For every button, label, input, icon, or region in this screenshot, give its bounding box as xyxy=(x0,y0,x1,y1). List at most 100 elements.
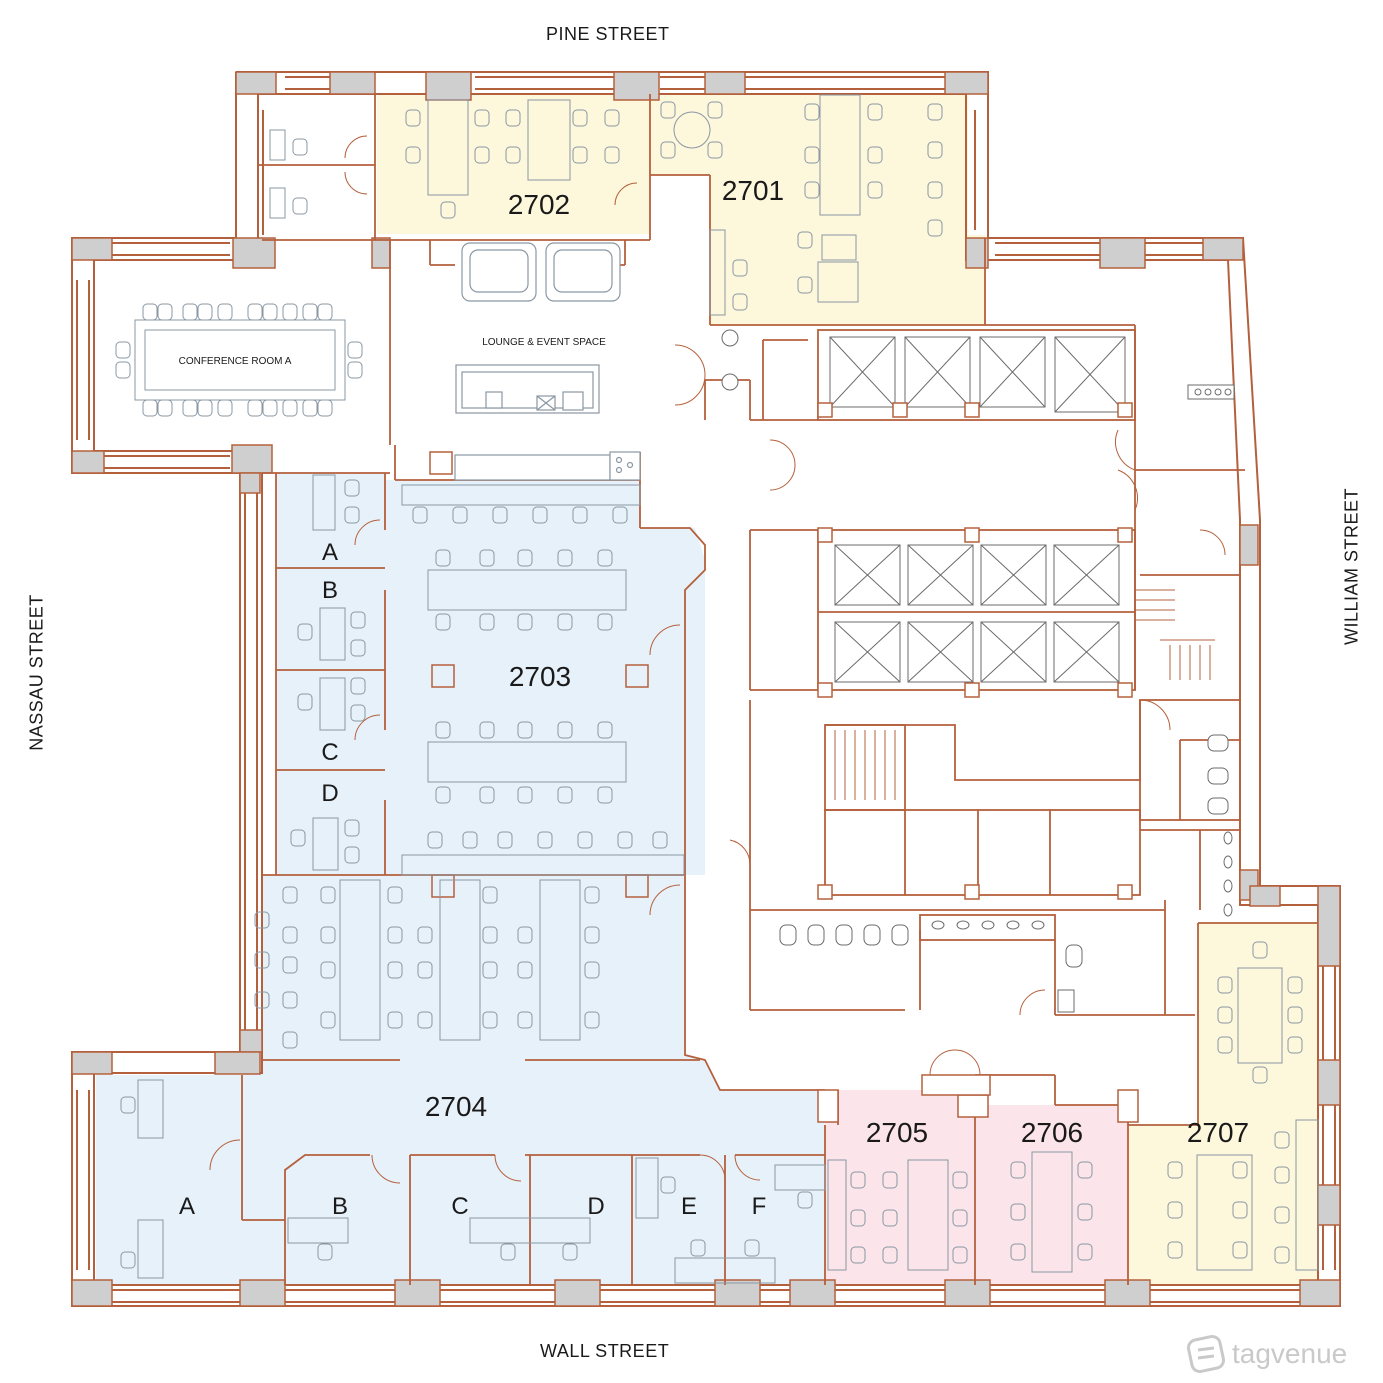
chair xyxy=(435,613,451,631)
chair xyxy=(347,341,363,359)
chair xyxy=(387,886,403,904)
zone-2705-fill xyxy=(825,1090,975,1285)
chair xyxy=(927,181,943,199)
label-2701[interactable]: 2701 xyxy=(722,175,784,206)
label-2705[interactable]: 2705 xyxy=(866,1117,928,1148)
desk xyxy=(269,129,286,161)
elevator-shafts xyxy=(829,336,1126,683)
office-2703-c[interactable]: C xyxy=(321,739,338,766)
chair xyxy=(1217,1036,1233,1054)
chair xyxy=(347,361,363,379)
office-2704-c[interactable]: C xyxy=(451,1193,468,1220)
chair xyxy=(557,613,573,631)
chair xyxy=(804,181,820,199)
chair xyxy=(707,141,723,159)
desk xyxy=(827,1159,847,1271)
chair xyxy=(435,549,451,567)
desk xyxy=(137,1219,164,1279)
chair xyxy=(617,831,633,849)
chair xyxy=(217,303,233,321)
office-2704-d[interactable]: D xyxy=(587,1193,604,1220)
desk xyxy=(774,1164,826,1191)
chair xyxy=(254,991,270,1009)
label-2706[interactable]: 2706 xyxy=(1021,1117,1083,1148)
chair xyxy=(660,1176,676,1194)
chair xyxy=(317,303,333,321)
chair xyxy=(804,103,820,121)
chair xyxy=(572,109,588,127)
label-lounge[interactable]: LOUNGE & EVENT SPACE xyxy=(482,337,606,348)
chair xyxy=(597,549,613,567)
chair xyxy=(1274,1131,1290,1149)
chair xyxy=(479,549,495,567)
chair xyxy=(482,926,498,944)
desk xyxy=(819,94,861,216)
chair xyxy=(517,549,533,567)
chair xyxy=(1274,1206,1290,1224)
chair xyxy=(142,399,158,417)
chair xyxy=(320,961,336,979)
chair xyxy=(660,101,676,119)
chair xyxy=(517,613,533,631)
label-2703[interactable]: 2703 xyxy=(509,661,571,692)
desk xyxy=(439,879,481,1041)
desk xyxy=(137,1079,164,1139)
desk xyxy=(312,817,339,871)
label-2704[interactable]: 2704 xyxy=(425,1091,487,1122)
door-swings xyxy=(209,135,1226,1184)
office-2704-f[interactable]: F xyxy=(752,1193,767,1220)
chair xyxy=(732,293,748,311)
chair xyxy=(867,103,883,121)
desk xyxy=(817,261,859,303)
office-2704-e[interactable]: E xyxy=(681,1193,697,1220)
street-west-label: NASSAU STREET xyxy=(26,594,47,751)
chair xyxy=(292,197,308,215)
chair xyxy=(584,1011,600,1029)
chair xyxy=(292,138,308,156)
office-2703-a[interactable]: A xyxy=(322,539,338,566)
chair xyxy=(604,146,620,164)
chair xyxy=(850,1246,866,1264)
chair xyxy=(652,831,668,849)
desk xyxy=(635,1157,659,1219)
chair xyxy=(597,613,613,631)
office-2703-d[interactable]: D xyxy=(321,780,338,807)
chair xyxy=(1077,1203,1093,1221)
label-2702[interactable]: 2702 xyxy=(508,189,570,220)
chair xyxy=(952,1209,968,1227)
chair xyxy=(1217,1006,1233,1024)
chair xyxy=(405,109,421,127)
office-2704-a[interactable]: A xyxy=(179,1193,195,1220)
watermark-text: tagvenue xyxy=(1232,1338,1348,1369)
chair xyxy=(262,303,278,321)
chair xyxy=(482,886,498,904)
chair xyxy=(142,303,158,321)
chair xyxy=(1167,1241,1183,1259)
chair xyxy=(1232,1241,1248,1259)
chair xyxy=(387,926,403,944)
label-conference-room[interactable]: CONFERENCE ROOM A xyxy=(179,356,292,367)
desk xyxy=(312,474,336,531)
chair xyxy=(479,786,495,804)
chair xyxy=(120,1251,136,1269)
chair xyxy=(435,786,451,804)
chair xyxy=(157,303,173,321)
desk xyxy=(1295,1119,1319,1271)
zone-fills xyxy=(96,94,1318,1285)
chair xyxy=(532,506,548,524)
label-2707[interactable]: 2707 xyxy=(1187,1117,1249,1148)
chair xyxy=(1287,1036,1303,1054)
chair xyxy=(302,303,318,321)
office-2703-b[interactable]: B xyxy=(322,577,338,604)
office-2704-b[interactable]: B xyxy=(332,1193,348,1220)
chair xyxy=(597,721,613,739)
chair xyxy=(197,303,213,321)
chair xyxy=(1287,976,1303,994)
chair xyxy=(282,926,298,944)
chair xyxy=(344,819,360,837)
chair xyxy=(297,693,313,711)
chair xyxy=(557,721,573,739)
chair xyxy=(497,831,513,849)
desk xyxy=(1196,1154,1253,1271)
desk xyxy=(674,1257,776,1284)
